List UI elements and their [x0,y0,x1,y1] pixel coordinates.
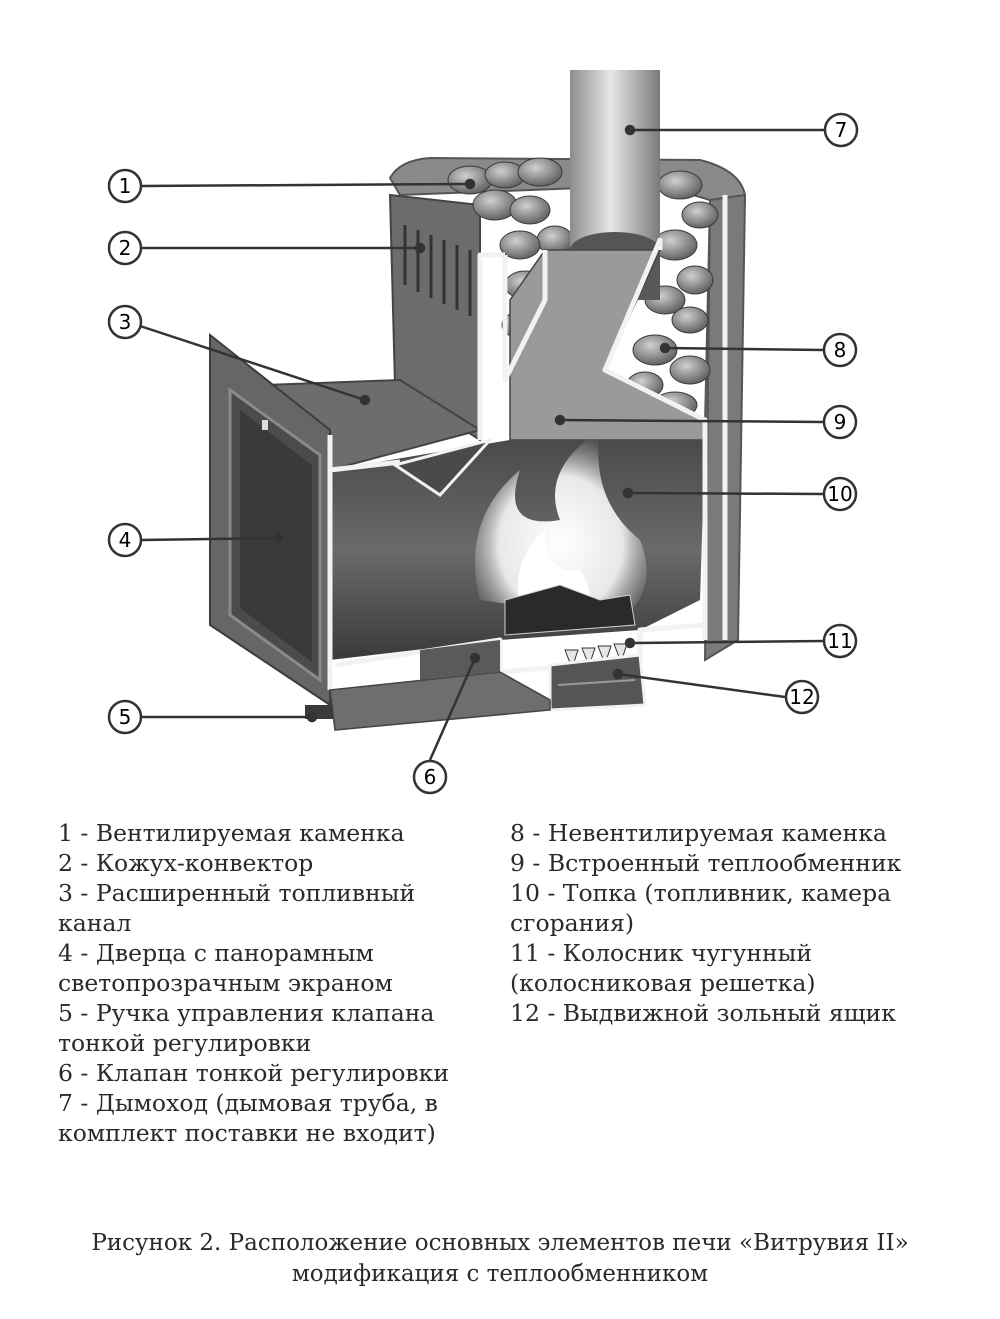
legend-item: 9 - Встроенный теплообменник [510,848,940,878]
legend-item: 8 - Невентилируемая каменка [510,818,940,848]
callout-6: 6 [414,761,446,793]
svg-text:2: 2 [119,236,132,260]
callout-3: 3 [109,306,141,338]
callout-11: 11 [824,625,856,657]
svg-text:10: 10 [827,482,852,506]
legend-item: 4 - Дверца с панорамным светопрозрачным … [58,938,478,998]
legend-item: 2 - Кожух-конвектор [58,848,478,878]
svg-text:1: 1 [119,174,132,198]
callout-1: 1 [109,170,141,202]
svg-text:12: 12 [789,685,814,709]
svg-text:4: 4 [119,528,132,552]
callout-7: 7 [825,114,857,146]
legend-item: 10 - Топка (топливник, камера сгорания) [510,878,940,938]
callout-9: 9 [824,406,856,438]
svg-text:5: 5 [119,705,132,729]
legend-item: 3 - Расширенный топливный канал [58,878,478,938]
svg-text:11: 11 [827,629,852,653]
svg-text:8: 8 [834,338,847,362]
legend-right-column: 8 - Невентилируемая каменка 9 - Встроенн… [510,818,940,1028]
legend-item: 1 - Вентилируемая каменка [58,818,478,848]
svg-text:7: 7 [835,118,848,142]
legend-item: 11 - Колосник чугунный (колосниковая реш… [510,938,940,998]
caption-line-2: модификация с теплообменником [0,1259,1000,1290]
ash-drawer [550,655,645,710]
figure-caption: Рисунок 2. Расположение основных элемент… [0,1228,1000,1290]
callout-5: 5 [109,701,141,733]
legend-item: 5 - Ручка управления клапана тонкой регу… [58,998,478,1058]
legend-item: 6 - Клапан тонкой регулировки [58,1058,478,1088]
stove-base [330,672,550,730]
svg-text:9: 9 [834,410,847,434]
callout-2: 2 [109,232,141,264]
stove-cutaway-diagram: 1 2 3 4 5 6 7 8 9 10 11 12 [0,0,1000,800]
legend-item: 12 - Выдвижной зольный ящик [510,998,940,1028]
caption-line-1: Рисунок 2. Расположение основных элемент… [0,1228,1000,1259]
svg-text:6: 6 [424,765,437,789]
legend-left-column: 1 - Вентилируемая каменка 2 - Кожух-конв… [58,818,478,1148]
callout-10: 10 [824,478,856,510]
callout-8: 8 [824,334,856,366]
callout-12: 12 [786,681,818,713]
legend-item: 7 - Дымоход (дымовая труба, в комплект п… [58,1088,478,1148]
callout-4: 4 [109,524,141,556]
svg-text:3: 3 [119,310,132,334]
